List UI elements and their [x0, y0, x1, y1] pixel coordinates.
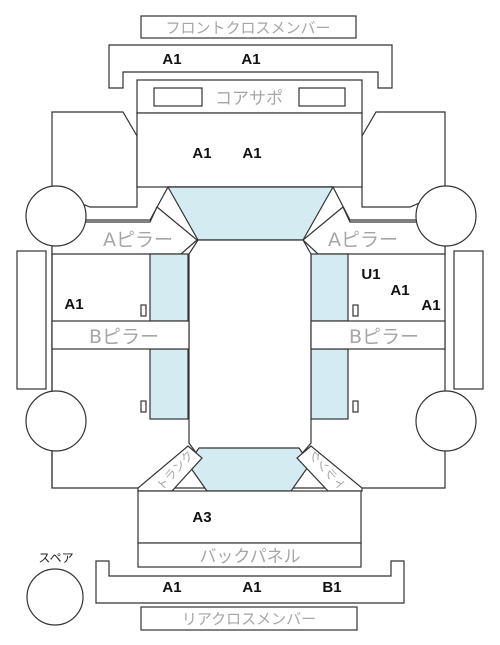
back-panel[interactable] — [137, 542, 362, 568]
b-pillar-right-label: Bピラー — [349, 326, 419, 348]
rear-left-wheel[interactable] — [25, 390, 87, 452]
core-support-right-slot — [298, 87, 346, 107]
core-support-label: コアサポ — [215, 89, 283, 109]
right-front-window[interactable] — [310, 253, 349, 322]
front-member-code-left: A1 — [162, 51, 181, 68]
left-rear-window[interactable] — [149, 348, 189, 420]
front-cross-member-label: フロントクロスメンバー — [165, 19, 330, 37]
back-panel-label: バックパネル — [199, 547, 300, 567]
right-door-code-2: A1 — [421, 297, 440, 314]
b-pillar-left[interactable] — [51, 320, 190, 350]
roof[interactable] — [188, 239, 312, 458]
rear-right-wheel[interactable] — [415, 390, 477, 452]
core-support-left-slot — [153, 87, 203, 107]
a-pillar-right-label: Aピラー — [328, 229, 398, 251]
rear-cross-member-label: リアクロスメンバー — [182, 610, 316, 628]
rear-cross-member[interactable] — [95, 560, 405, 604]
trunk-code: A3 — [192, 509, 211, 526]
front-member-code-right: A1 — [241, 51, 260, 68]
trunk-lid[interactable] — [137, 490, 362, 544]
right-front-door-handle — [352, 304, 359, 317]
left-front-door-handle — [140, 304, 147, 317]
rear-cross-member-box[interactable] — [140, 606, 358, 631]
b-pillar-right[interactable] — [310, 320, 446, 350]
rear-member-code-left: A1 — [162, 579, 181, 596]
spare-tire[interactable] — [26, 568, 84, 626]
spare-label: スペア — [38, 551, 73, 565]
rear-member-code-mid: A1 — [242, 579, 261, 596]
rear-member-code-right: B1 — [322, 579, 341, 596]
left-front-window[interactable] — [149, 253, 189, 322]
right-door-code-1: A1 — [390, 282, 409, 299]
front-right-wheel[interactable] — [415, 185, 477, 247]
hood-code-left: A1 — [192, 145, 211, 162]
right-door-code-u1: U1 — [361, 266, 380, 283]
left-rear-door-handle — [140, 400, 147, 413]
right-rear-window[interactable] — [310, 348, 349, 420]
right-rear-door-handle — [352, 400, 359, 413]
front-left-wheel[interactable] — [25, 185, 87, 247]
a-pillar-left-label: Aピラー — [103, 229, 173, 251]
hood-code-right: A1 — [242, 145, 261, 162]
right-rocker-panel[interactable] — [453, 250, 484, 390]
b-pillar-left-label: Bピラー — [89, 326, 159, 348]
hood[interactable] — [136, 112, 363, 188]
front-cross-member-box[interactable] — [140, 15, 357, 39]
left-door-code: A1 — [64, 296, 83, 313]
rear-window[interactable] — [187, 447, 311, 492]
front-cross-member[interactable] — [108, 44, 393, 89]
left-rocker-panel[interactable] — [16, 250, 47, 390]
